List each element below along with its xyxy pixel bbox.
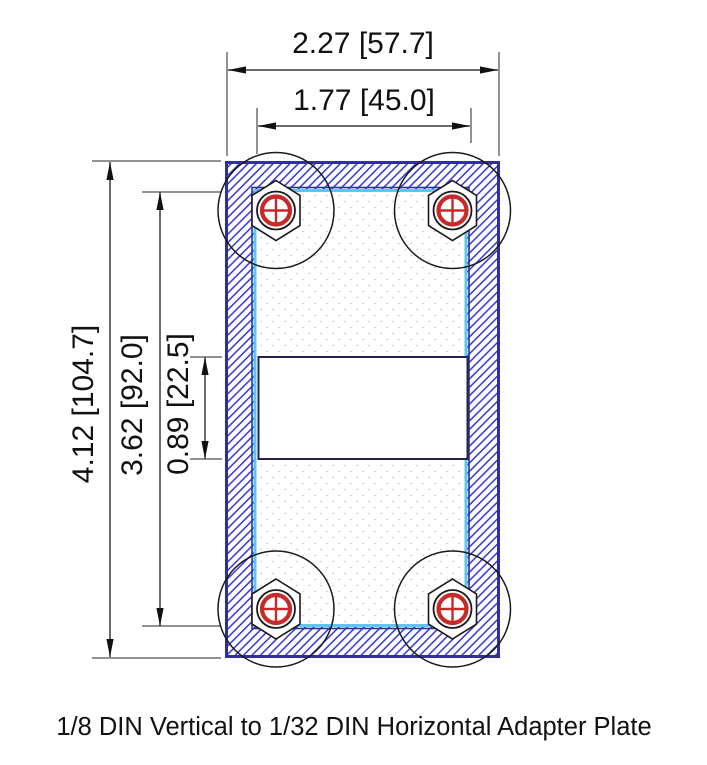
panel-cutout-outline-navy bbox=[251, 186, 470, 630]
dim-panel-cutout-height-label: 3.62 [92.0] bbox=[116, 334, 149, 476]
dim-outer-height-label: 4.12 [104.7] bbox=[67, 325, 100, 483]
plate-body bbox=[225, 161, 500, 658]
dimension-arrowheads bbox=[106, 66, 498, 657]
dim-slot-cutout-height-label: 0.89 [22.5] bbox=[162, 333, 195, 475]
dim-panel-cutout-width-label: 1.77 [45.0] bbox=[293, 84, 435, 117]
dimension-lines bbox=[109, 69, 498, 657]
dim-outer-width-label: 2.27 [57.7] bbox=[292, 27, 434, 60]
slot-cutout bbox=[257, 356, 469, 460]
drawing-caption: 1/8 DIN Vertical to 1/32 DIN Horizontal … bbox=[56, 713, 651, 741]
extension-lines bbox=[92, 52, 500, 659]
